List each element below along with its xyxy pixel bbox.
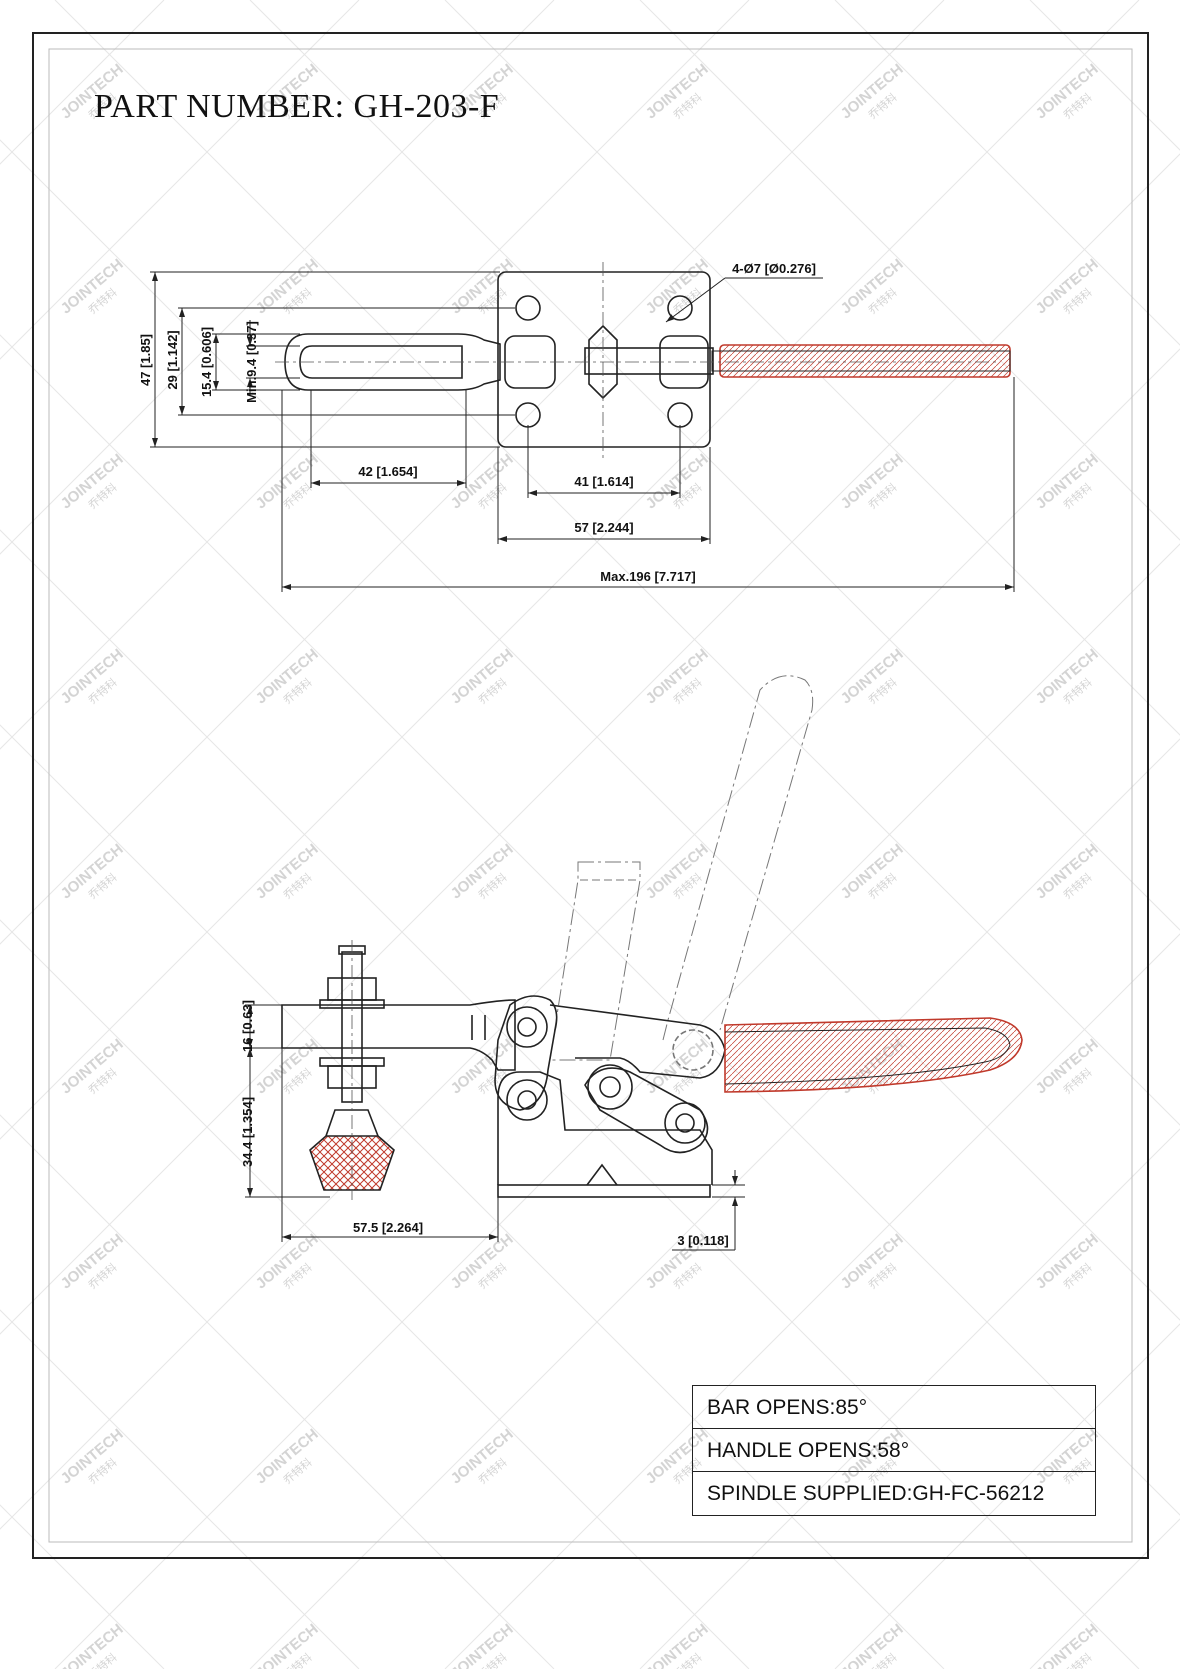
pivot-pin	[587, 1064, 633, 1110]
watermark-line	[639, 0, 1180, 541]
dim-label-41: 41 [1.614]	[574, 474, 633, 489]
watermark-line	[639, 1128, 1180, 1669]
pivot-pin	[506, 1079, 548, 1121]
watermark-line	[0, 0, 360, 360]
side-dim-labels: 16 [0.63] 34.4 [1.354] 57.5 [2.264] 3 [0…	[240, 1000, 729, 1248]
spec-spindle-supplied: SPINDLE SUPPLIED:GH-FC-56212	[707, 1482, 1045, 1505]
dim-label-max-196: Max.196 [7.717]	[600, 569, 695, 584]
dim-label-47: 47 [1.85]	[138, 334, 153, 386]
side-view	[281, 675, 1023, 1200]
hole-note: 4-Ø7 [Ø0.276]	[732, 261, 816, 276]
link-plate	[494, 995, 558, 1111]
pivot-pin	[599, 1076, 621, 1098]
handle-grip	[719, 344, 1011, 378]
mount-hole	[515, 295, 541, 321]
dim-label-57-5: 57.5 [2.264]	[353, 1220, 423, 1235]
pivot-pin	[517, 1090, 537, 1110]
watermark-line	[0, 1504, 165, 1669]
top-view	[275, 262, 1011, 458]
spec-table: BAR OPENS:85° HANDLE OPENS:58° SPINDLE S…	[692, 1385, 1096, 1516]
dim-label-min-9-4: Min.9.4 [0.37]	[244, 321, 259, 403]
base-plate	[497, 271, 711, 448]
watermark-line	[444, 933, 1180, 1669]
clamp-arm-side	[281, 999, 516, 1071]
watermark-line	[0, 919, 750, 1669]
upper-link	[549, 1004, 726, 1079]
inner-frame	[48, 48, 1133, 1543]
base-plate-side	[497, 1184, 711, 1198]
watermark-line	[54, 543, 1180, 1669]
dim-label-42: 42 [1.654]	[358, 464, 417, 479]
watermark-line	[0, 1114, 555, 1669]
watermark-line	[0, 0, 1140, 1140]
watermark-line	[0, 0, 750, 750]
part-number-title: PART NUMBER: GH-203-F	[94, 88, 500, 125]
dim-label-34-4: 34.4 [1.354]	[240, 1097, 255, 1167]
arm-slot	[299, 345, 463, 379]
watermark-line	[0, 0, 165, 165]
mount-hole	[515, 402, 541, 428]
watermark-line	[0, 0, 945, 945]
base-body	[497, 1071, 713, 1185]
watermark-line	[249, 738, 1180, 1669]
watermark-line	[444, 0, 1180, 736]
handle-core	[711, 350, 1011, 372]
handle-pivot	[672, 1029, 714, 1071]
mount-hole	[667, 402, 693, 428]
pivot-pin	[675, 1113, 695, 1133]
pivot-pin	[664, 1102, 706, 1144]
outer-frame	[32, 32, 1149, 1559]
watermark-line	[834, 1323, 1180, 1669]
spindle-open-phantom	[549, 861, 641, 1061]
spec-bar-opens: BAR OPENS:85°	[693, 1386, 1095, 1429]
handle-side	[724, 1017, 1023, 1093]
top-dim-labels: 47 [1.85] 29 [1.142] 15.4 [0.606] Min.9.…	[138, 261, 816, 584]
top-dims	[150, 271, 1015, 592]
spec-handle-opens: HANDLE OPENS:58°	[693, 1429, 1095, 1472]
dim-label-15-4: 15.4 [0.606]	[199, 327, 214, 397]
clamp-arm	[284, 333, 501, 391]
pivot-pin	[506, 1006, 548, 1048]
dim-label-57: 57 [2.244]	[574, 520, 633, 535]
base-rib	[586, 1163, 618, 1186]
handle-open-phantom	[662, 675, 814, 1041]
side-dims	[245, 1004, 745, 1251]
watermark-line	[0, 0, 555, 555]
watermark-line	[0, 1309, 360, 1669]
lower-link	[584, 1067, 709, 1154]
dim-label-29: 29 [1.142]	[165, 330, 180, 389]
mount-hole	[667, 295, 693, 321]
watermark-line	[834, 0, 1180, 346]
link-bar	[584, 347, 714, 375]
pivot-pin	[517, 1017, 537, 1037]
dim-label-16: 16 [0.63]	[240, 1000, 255, 1052]
dim-label-3: 3 [0.118]	[677, 1233, 728, 1248]
